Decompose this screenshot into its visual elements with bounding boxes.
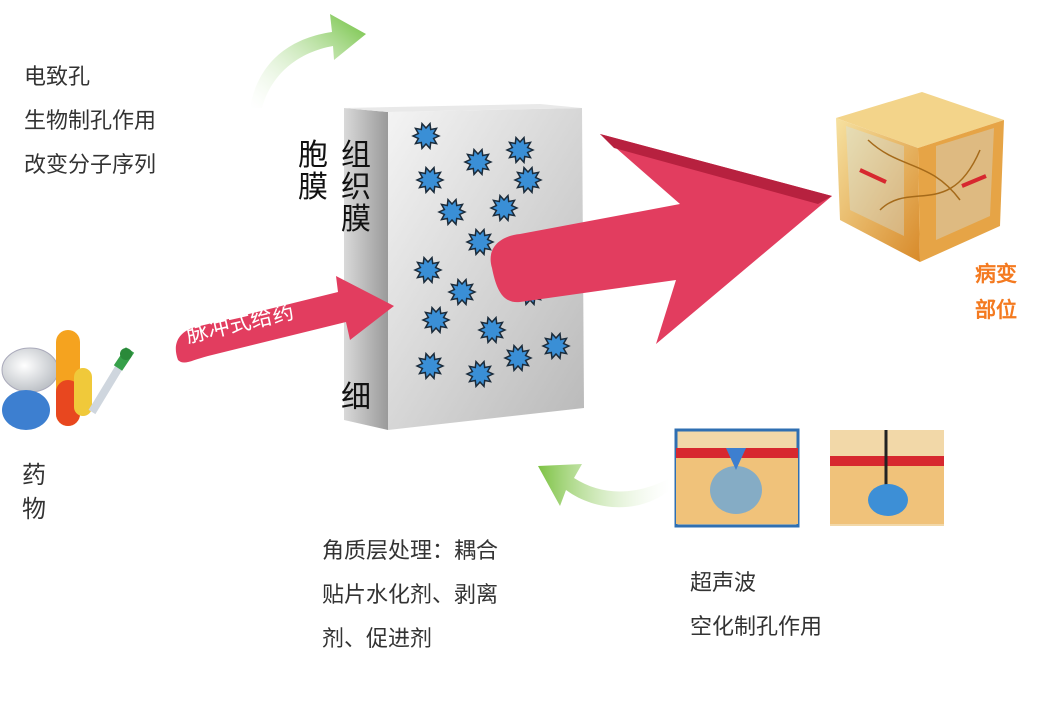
method-item: 生物制孔作用	[24, 109, 157, 134]
spiky-particle-icon	[503, 343, 533, 373]
top-left-method-list: 电致孔 生物制孔作用 改变分子序列	[24, 56, 156, 188]
lesion-tissue-cube-icon	[836, 92, 1004, 262]
spiky-particle-icon	[513, 165, 543, 195]
lesion-label-line: 病变	[975, 262, 1017, 286]
method-item: 剂、促进剂	[322, 627, 433, 652]
spiky-particle-icon	[489, 193, 519, 223]
method-item: 超声波	[690, 571, 757, 596]
spiky-particle-icon	[411, 121, 441, 151]
syringe-icon	[88, 347, 135, 415]
spiky-particle-icon	[413, 255, 443, 285]
spiky-particle-icon	[505, 135, 535, 165]
green-curved-arrow-bottom	[538, 464, 670, 508]
ultrasound-method-list: 超声波 空化制孔作用	[690, 562, 822, 650]
method-item: 角质层处理：耦合	[322, 539, 499, 564]
cell-label: 细	[341, 380, 371, 415]
membrane-block	[344, 104, 584, 430]
pulse-arrow	[175, 276, 394, 363]
method-item: 电致孔	[24, 65, 91, 90]
spiky-particle-icon	[463, 147, 493, 177]
spiky-particle-icon	[541, 331, 571, 361]
spiky-particle-icon	[415, 165, 445, 195]
drug-label-char: 药物	[22, 461, 46, 523]
method-item: 贴片水化剂、剥离	[322, 583, 499, 608]
ultrasound-probe-icon	[830, 430, 944, 526]
drug-label: 药物	[22, 458, 48, 526]
lesion-label-line: 部位	[975, 298, 1017, 322]
spiky-particle-icon	[421, 305, 451, 335]
spiky-particle-icon	[477, 315, 507, 345]
green-curved-arrow-top	[250, 14, 366, 108]
spiky-particle-icon	[465, 227, 495, 257]
particles	[411, 121, 571, 389]
method-item: 空化制孔作用	[690, 615, 823, 640]
spiky-particle-icon	[437, 197, 467, 227]
bottom-method-list: 角质层处理：耦合 贴片水化剂、剥离 剂、促进剂	[322, 530, 498, 662]
drug-pills-icon	[1, 330, 92, 430]
spiky-particle-icon	[415, 351, 445, 381]
skin-cross-section-icon	[674, 428, 800, 528]
lesion-label: 病变 部位	[975, 256, 1017, 328]
tissue-membrane-label: 组织膜	[341, 138, 371, 237]
main-arrow	[490, 134, 832, 344]
spiky-particle-icon	[465, 359, 495, 389]
cell-membrane-label: 胞膜	[298, 138, 328, 205]
spiky-particle-icon	[447, 277, 477, 307]
method-item: 改变分子序列	[24, 153, 157, 178]
